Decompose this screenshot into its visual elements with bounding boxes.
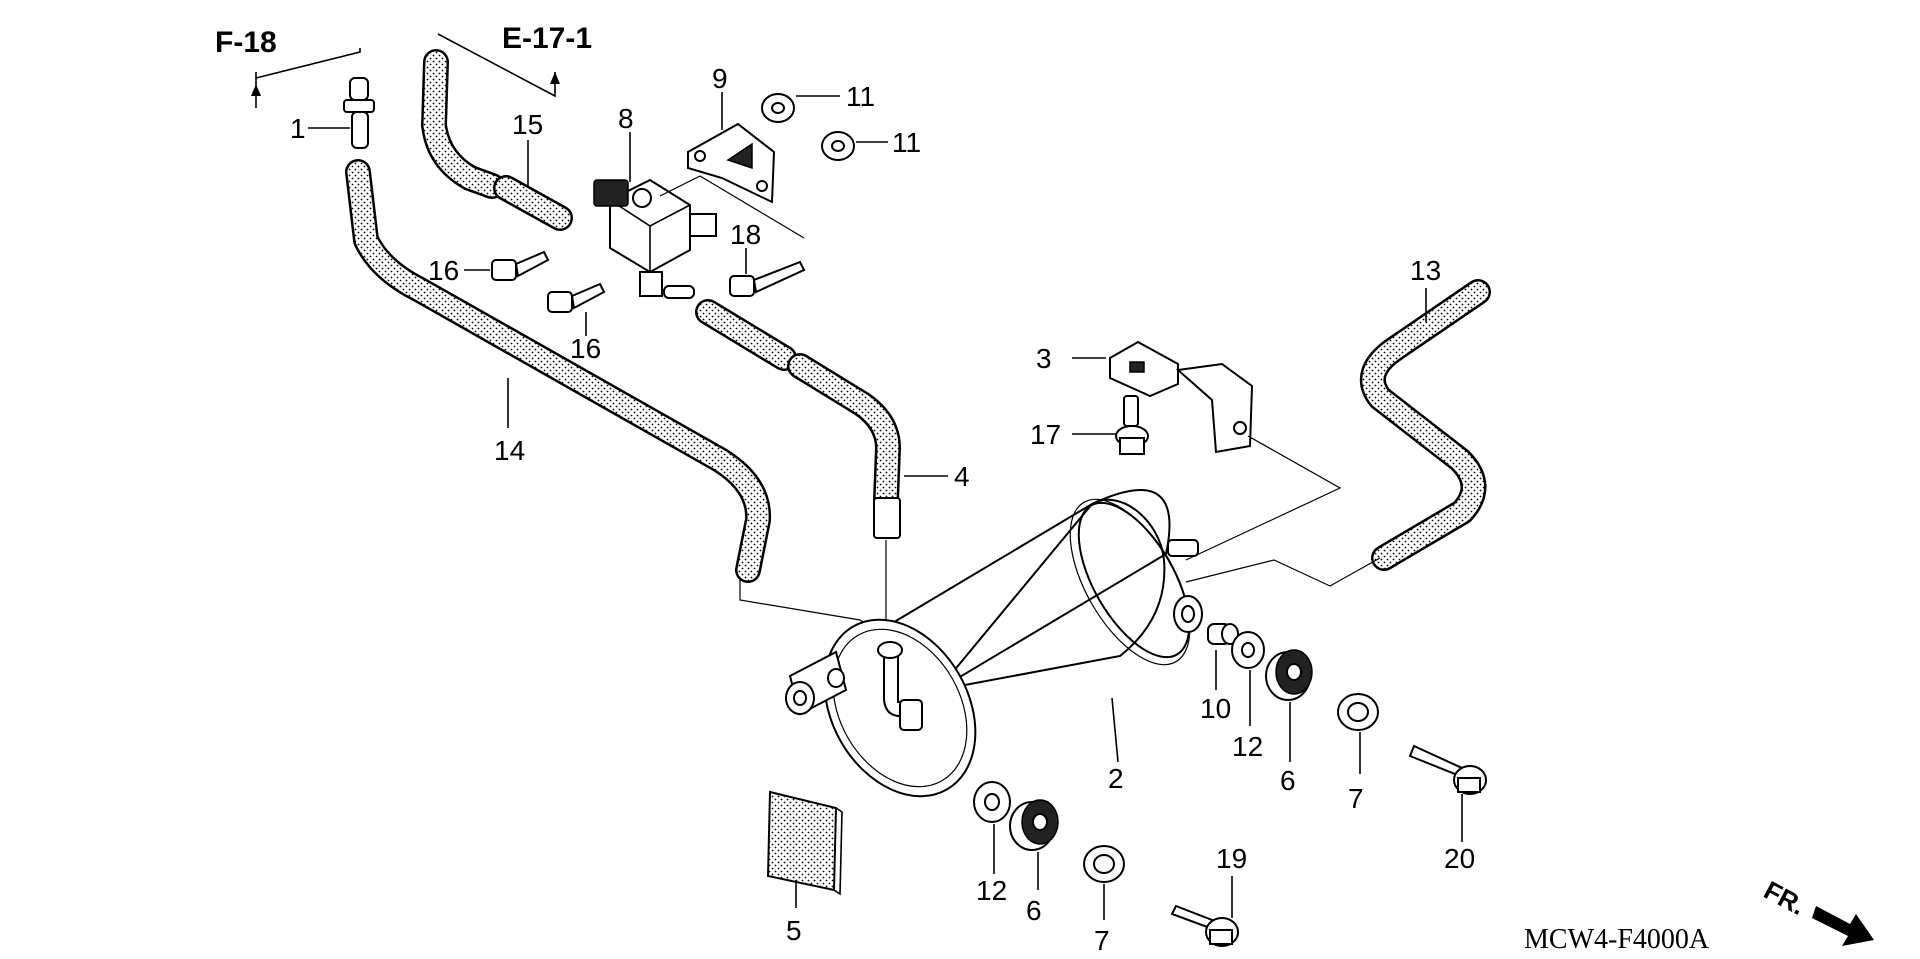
drawing-code: MCW4-F4000A [1524, 924, 1710, 955]
part-12-washer-upper [1231, 631, 1265, 726]
part-4-hose [695, 299, 948, 640]
label-part-11-lower: 11 [892, 127, 921, 158]
label-part-11-upper: 11 [846, 81, 875, 112]
part-16-bolt-right [547, 282, 606, 336]
label-part-7-lower: 7 [1094, 925, 1110, 956]
label-part-12-upper: 12 [1232, 731, 1263, 762]
part-7-collar-lower [1083, 845, 1125, 920]
svg-text:E-17-1: E-17-1 [502, 22, 592, 55]
label-part-10: 10 [1200, 693, 1231, 724]
part-7-collar-upper [1337, 693, 1379, 774]
part-11-nut-lower [821, 131, 888, 161]
part-14-hose [345, 159, 891, 641]
part-3-bracket [1072, 340, 1342, 561]
part-18-bolt [729, 248, 806, 297]
label-part-19: 19 [1216, 843, 1247, 874]
part-6-grommet-upper [1265, 649, 1313, 762]
part-13-hose [1185, 279, 1491, 587]
svg-text:F-18: F-18 [215, 26, 277, 59]
part-17-bolt [1072, 395, 1149, 455]
part-2-canister [785, 488, 1203, 798]
part-12-washer-lower [973, 781, 1011, 874]
label-part-18: 18 [730, 219, 761, 250]
part-1-fitting [308, 77, 375, 149]
front-arrow-icon [1812, 906, 1874, 946]
label-part-13: 13 [1410, 255, 1441, 286]
label-part-7-upper: 7 [1348, 783, 1364, 814]
part-10-collar [1207, 623, 1239, 690]
section-ref-f18[interactable]: F-18 [215, 26, 361, 108]
part-11-nut-upper [761, 93, 840, 123]
section-ref-e17-1[interactable]: E-17-1 [437, 22, 592, 98]
label-part-20: 20 [1444, 843, 1475, 874]
label-part-4: 4 [954, 461, 970, 492]
label-part-2: 2 [1108, 763, 1124, 794]
front-direction-marker: FR. [1759, 875, 1874, 946]
part-8-solenoid-valve [593, 132, 717, 299]
svg-text:FR.: FR. [1759, 875, 1810, 921]
part-16-bolt-left [464, 250, 550, 281]
part-19-bolt [1170, 876, 1239, 947]
part-15-hose [421, 49, 573, 231]
label-part-9: 9 [712, 63, 728, 94]
label-part-12-lower: 12 [976, 875, 1007, 906]
label-part-6-upper: 6 [1280, 765, 1296, 796]
label-part-8: 8 [618, 103, 634, 134]
part-20-bolt [1408, 744, 1487, 842]
label-part-15: 15 [512, 109, 543, 140]
label-part-3: 3 [1036, 343, 1052, 374]
part-5-filter-pad [766, 790, 843, 908]
part-6-grommet-lower [1009, 799, 1059, 890]
label-part-16-right: 16 [570, 333, 601, 364]
label-part-5: 5 [786, 915, 802, 946]
label-part-16-left: 16 [428, 255, 459, 286]
label-part-6-lower: 6 [1026, 895, 1042, 926]
part-9-bracket [659, 92, 805, 239]
label-part-14: 14 [494, 435, 525, 466]
label-part-1: 1 [290, 113, 306, 144]
label-part-17: 17 [1030, 419, 1061, 450]
